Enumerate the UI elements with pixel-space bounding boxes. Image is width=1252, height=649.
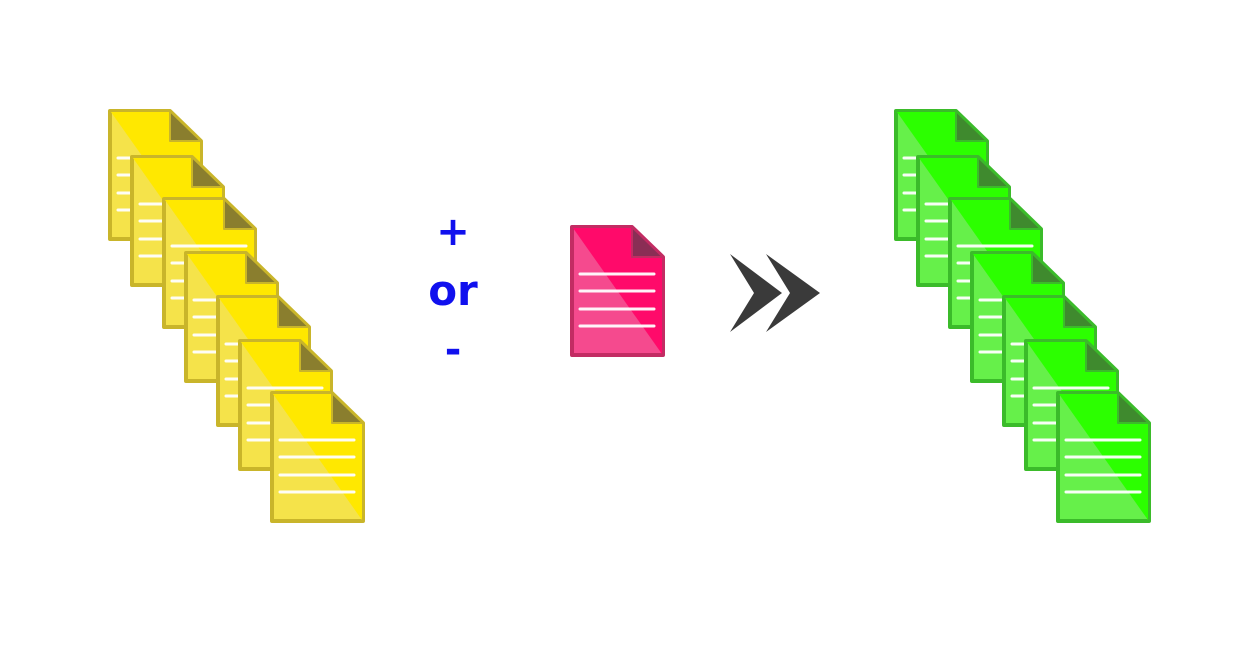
double-chevron-right-icon: [728, 252, 824, 334]
document-icon: [266, 390, 366, 524]
plus-operator: +: [436, 209, 470, 255]
minus-operator: -: [444, 327, 462, 373]
or-operator: or: [428, 266, 478, 315]
document-icon: [1052, 390, 1152, 524]
document-icon: [566, 224, 666, 358]
